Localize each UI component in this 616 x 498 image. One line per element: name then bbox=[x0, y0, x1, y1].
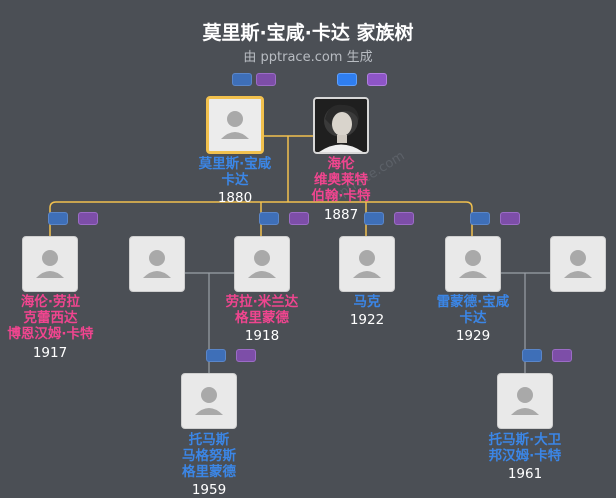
father-toggle-button[interactable] bbox=[364, 212, 384, 225]
person-year-thomas-david: 1961 bbox=[507, 466, 543, 482]
father-toggle-button[interactable] bbox=[470, 212, 490, 225]
person-placeholder-icon bbox=[353, 250, 381, 278]
person-card-thomas-david[interactable] bbox=[497, 373, 553, 429]
person-name-raymond[interactable]: 雷蒙德·宝咸 卡达 bbox=[436, 294, 510, 326]
mother-toggle-button[interactable] bbox=[78, 212, 98, 225]
person-placeholder-icon bbox=[143, 250, 171, 278]
person-year-helen-laura: 1917 bbox=[32, 345, 68, 361]
person-year-raymond: 1929 bbox=[455, 328, 491, 344]
mother-toggle-button[interactable] bbox=[500, 212, 520, 225]
person-name-thomas-david[interactable]: 托马斯·大卫 邦汉姆·卡特 bbox=[488, 432, 562, 464]
person-card-spouse-2[interactable] bbox=[550, 236, 606, 292]
person-placeholder-icon bbox=[564, 250, 592, 278]
father-toggle-button[interactable] bbox=[259, 212, 279, 225]
person-placeholder-icon bbox=[459, 250, 487, 278]
person-name-helen-laura[interactable]: 海伦·劳拉 克蕾西达 博恩汉姆·卡特 bbox=[7, 294, 94, 342]
portrait-photo-icon bbox=[315, 99, 367, 152]
person-card-spouse-1[interactable] bbox=[129, 236, 185, 292]
mother-toggle-button[interactable] bbox=[367, 73, 387, 86]
person-year-thomas-magnus: 1959 bbox=[191, 482, 227, 498]
person-placeholder-icon bbox=[195, 387, 223, 415]
father-toggle-button[interactable] bbox=[48, 212, 68, 225]
person-card-raymond[interactable] bbox=[445, 236, 501, 292]
person-placeholder-icon bbox=[511, 387, 539, 415]
person-card-helen-laura[interactable] bbox=[22, 236, 78, 292]
person-placeholder-icon bbox=[221, 111, 249, 139]
person-card-morris[interactable] bbox=[206, 96, 264, 154]
page-subtitle: 由 pptrace.com 生成 bbox=[243, 50, 373, 65]
mother-toggle-button[interactable] bbox=[236, 349, 256, 362]
mother-toggle-button[interactable] bbox=[289, 212, 309, 225]
person-card-helen[interactable] bbox=[313, 97, 369, 154]
person-name-thomas-magnus[interactable]: 托马斯 马格努斯 格里蒙德 bbox=[182, 432, 236, 480]
person-year-helen: 1887 bbox=[323, 207, 359, 223]
father-toggle-button[interactable] bbox=[232, 73, 252, 86]
person-year-laura-miranda: 1918 bbox=[244, 328, 280, 344]
person-card-mark[interactable] bbox=[339, 236, 395, 292]
person-name-laura-miranda[interactable]: 劳拉·米兰达 格里蒙德 bbox=[225, 294, 299, 326]
father-toggle-button[interactable] bbox=[522, 349, 542, 362]
person-year-mark: 1922 bbox=[349, 312, 385, 328]
father-toggle-button[interactable] bbox=[337, 73, 357, 86]
person-card-laura-miranda[interactable] bbox=[234, 236, 290, 292]
mother-toggle-button[interactable] bbox=[394, 212, 414, 225]
mother-toggle-button[interactable] bbox=[552, 349, 572, 362]
father-toggle-button[interactable] bbox=[206, 349, 226, 362]
person-card-thomas-magnus[interactable] bbox=[181, 373, 237, 429]
person-placeholder-icon bbox=[36, 250, 64, 278]
person-name-mark[interactable]: 马克 bbox=[353, 294, 381, 310]
page-title: 莫里斯·宝咸·卡达 家族树 bbox=[202, 22, 414, 44]
person-name-morris[interactable]: 莫里斯·宝咸 卡达 bbox=[198, 156, 272, 188]
person-year-morris: 1880 bbox=[217, 190, 253, 206]
mother-toggle-button[interactable] bbox=[256, 73, 276, 86]
person-placeholder-icon bbox=[248, 250, 276, 278]
person-name-helen[interactable]: 海伦 维奥莱特 伯翰·卡特 bbox=[311, 156, 371, 204]
